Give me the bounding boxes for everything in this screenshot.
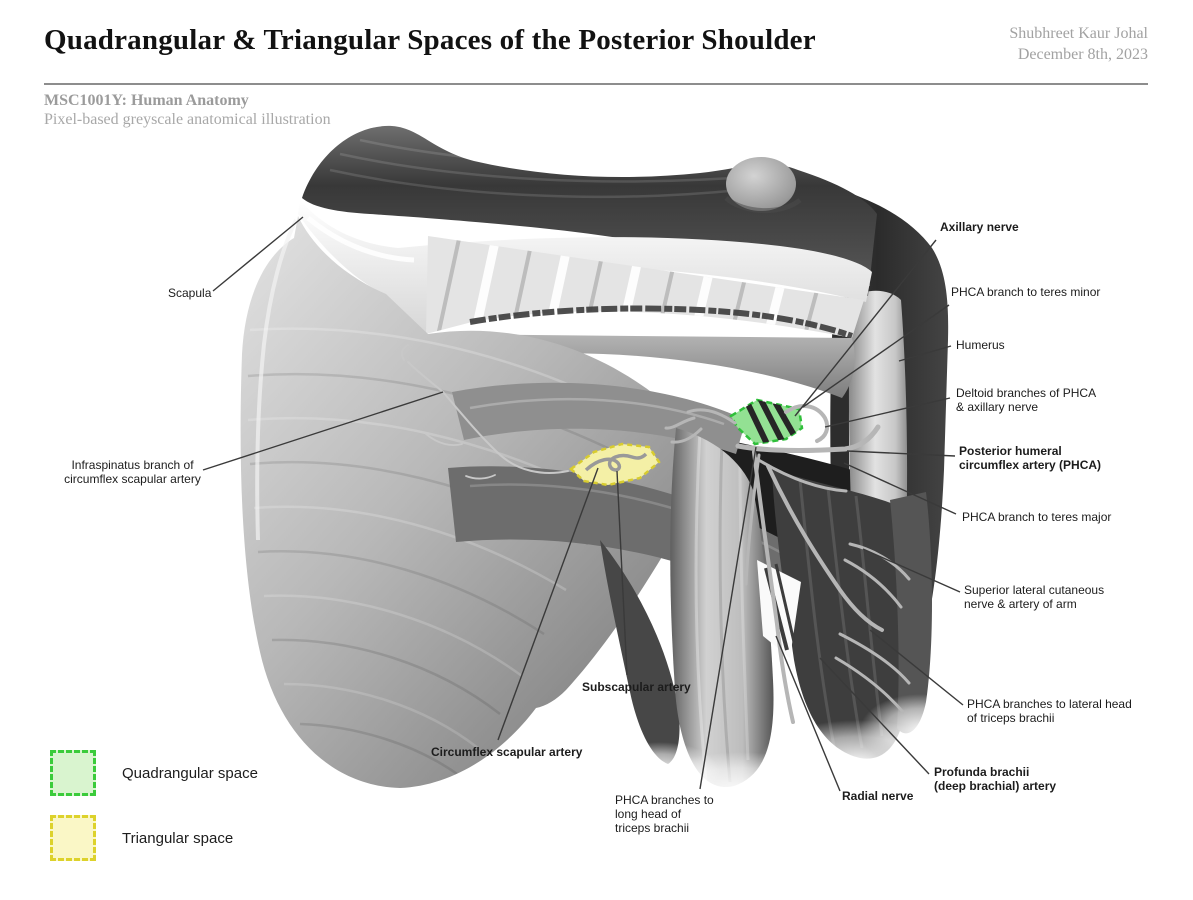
label-scapula: Scapula	[168, 286, 212, 300]
label-circumflex-scapular-artery: Circumflex scapular artery	[431, 745, 583, 759]
axillary-region-shadow	[640, 424, 860, 640]
author-name: Shubhreet Kaur Johal	[1009, 25, 1148, 42]
label-phca-branch-teres-minor: PHCA branch to teres minor	[951, 285, 1101, 299]
legend-label-quadrangular: Quadrangular space	[122, 764, 258, 782]
cutaneous-vessels	[843, 542, 911, 609]
label-phca-branch-teres-major: PHCA branch to teres major	[962, 510, 1112, 524]
label-superior-lateral-cutaneous: Superior lateral cutaneous nerve & arter…	[964, 583, 1105, 611]
author-block: Shubhreet Kaur Johal December 8th, 2023	[1009, 23, 1148, 65]
highlighted-spaces	[569, 398, 804, 487]
legend: Quadrangular space Triangular space	[50, 750, 258, 880]
circumflex-scapular-vessel	[584, 452, 648, 472]
label-humerus: Humerus	[956, 338, 1005, 352]
legend-item-quadrangular: Quadrangular space	[50, 750, 258, 796]
illustration-subtitle: Pixel-based greyscale anatomical illustr…	[44, 111, 331, 128]
infraspinatus-vessel-branches	[425, 433, 496, 480]
descending-neurovascular-bundle	[752, 450, 795, 724]
vessels-and-nerves	[400, 344, 911, 724]
label-infraspinatus-branch: Infraspinatus branch of circumflex scapu…	[64, 458, 201, 486]
legend-label-triangular: Triangular space	[122, 829, 234, 847]
label-deltoid-branches: Deltoid branches of PHCA & axillary nerv…	[956, 386, 1097, 414]
axillary-nerve-branches	[664, 408, 737, 444]
header-divider	[44, 83, 1148, 85]
label-phca: Posterior humeral circumflex artery (PHC…	[959, 444, 1102, 472]
infraspinatus-vessel	[400, 344, 569, 474]
phca-artery	[735, 424, 881, 454]
quadrangular-space-crossing-nerves	[743, 400, 798, 444]
legend-item-triangular: Triangular space	[50, 815, 258, 861]
teres-minor-muscle	[452, 382, 746, 454]
triceps-long-head	[670, 428, 774, 788]
triangular-space-highlight	[569, 442, 661, 487]
scapular-spine	[298, 200, 872, 336]
label-phca-branches-lateral-head: PHCA branches to lateral head of triceps…	[967, 697, 1132, 725]
triangular-space-swatch	[50, 815, 96, 861]
label-phca-branches-long-head: PHCA branches to long head of triceps br…	[615, 793, 714, 835]
phca-loop	[784, 404, 830, 443]
label-radial-nerve: Radial nerve	[842, 789, 914, 803]
leader-lines	[202, 216, 964, 792]
course-code: MSC1001Y: Human Anatomy	[44, 92, 249, 109]
label-subscapular-artery: Subscapular artery	[582, 680, 691, 694]
label-axillary-nerve: Axillary nerve	[940, 220, 1019, 234]
page-title: Quadrangular & Triangular Spaces of the …	[44, 24, 816, 56]
trapezius-fibers	[329, 138, 771, 199]
label-profunda-brachii: Profunda brachii (deep brachial) artery	[934, 765, 1057, 793]
acromion-bump	[726, 157, 796, 211]
long-head-branch	[744, 453, 761, 586]
radial-nerve-course	[766, 464, 884, 632]
intermuscular-gap	[757, 560, 801, 658]
scapula-medial-edge-highlight	[255, 219, 298, 541]
ragged-edge	[469, 305, 853, 339]
lateral-head-branches	[834, 632, 911, 714]
date: December 8th, 2023	[1017, 46, 1148, 63]
teres-major-branch	[755, 457, 848, 493]
quadrangular-space-swatch	[50, 750, 96, 796]
